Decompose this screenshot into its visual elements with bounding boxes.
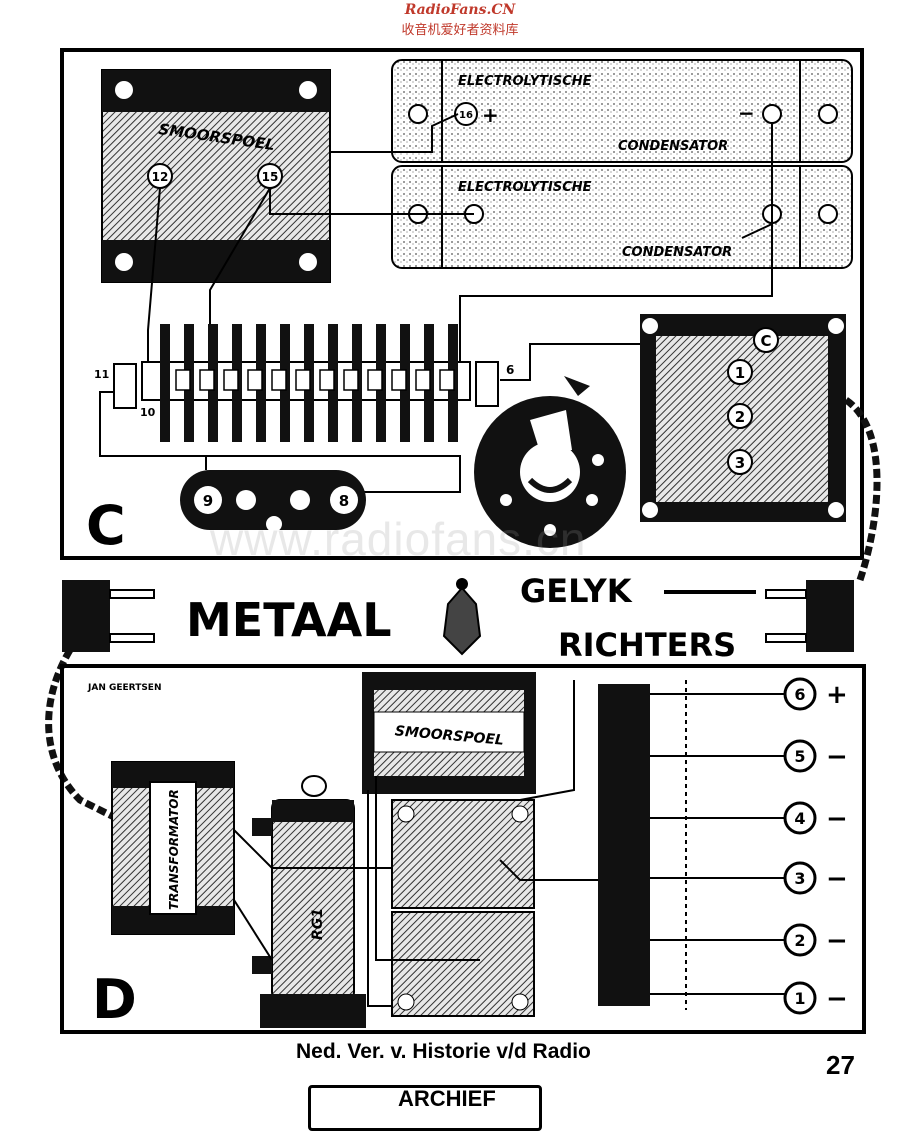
plug-left xyxy=(62,580,155,652)
output-5-number: 5 xyxy=(794,747,805,766)
watermark: www.radiofans.cn xyxy=(210,513,587,565)
unit-upper xyxy=(391,799,535,909)
banner-word-metaal: METAAL xyxy=(186,593,392,647)
coil-terminal-2: 2 xyxy=(735,408,745,426)
terminal-strip: 11 10 6 xyxy=(94,324,514,442)
capacitor-top-plus-terminal: 16 xyxy=(459,110,473,121)
strip-left-b: 10 xyxy=(140,406,156,419)
transformer: TRANSFORMATOR xyxy=(111,761,235,935)
capacitor-top-plus-sign: + xyxy=(482,103,499,127)
site-brand: RadioFans.CN xyxy=(404,2,516,18)
crest-icon xyxy=(442,578,482,656)
output-strip xyxy=(598,680,687,1010)
page-number: 27 xyxy=(826,1050,855,1080)
wires-c xyxy=(99,113,773,493)
coil-terminal-c: C xyxy=(760,332,771,350)
socket-left-label: 9 xyxy=(203,492,213,510)
transformer-label: TRANSFORMATOR xyxy=(167,789,181,910)
rectifier: RG1 xyxy=(252,775,366,1028)
coil-terminal-3: 3 xyxy=(735,454,745,472)
output-terminal-1: 1 − xyxy=(783,981,848,1015)
output-2-number: 2 xyxy=(794,931,805,950)
panel-d-letter: D xyxy=(92,968,137,1031)
strip-right: 6 xyxy=(506,363,514,377)
output-terminal-2: 2 − xyxy=(783,923,848,957)
output-2-sign: − xyxy=(826,926,848,956)
capacitor-top-line2: CONDENSATOR xyxy=(618,139,728,154)
output-3-sign: − xyxy=(826,864,848,894)
capacitor-bottom: ELECTROLYTISCHE CONDENSATOR xyxy=(391,165,853,269)
banner-word-richters: RICHTERS xyxy=(558,626,736,664)
output-terminal-3: 3 − xyxy=(783,861,848,895)
output-terminal-4: 4 − xyxy=(783,801,848,835)
panel-c-letter: C xyxy=(86,494,126,557)
capacitor-top-minus-sign: − xyxy=(738,101,755,125)
coil-c: C 1 2 3 xyxy=(640,314,846,522)
output-6-sign: + xyxy=(826,680,848,710)
coil-terminal-1: 1 xyxy=(735,364,745,382)
choke-c-terminal-b: 15 xyxy=(262,170,279,184)
rectifier-label: RG1 xyxy=(310,908,326,940)
output-1-sign: − xyxy=(826,984,848,1014)
plug-right xyxy=(765,580,854,652)
output-terminal-5: 5 − xyxy=(783,739,848,773)
rotary-switch xyxy=(474,376,626,548)
panel-d-maker: JAN GEERTSEN xyxy=(87,683,162,693)
tube-socket: 9 8 xyxy=(180,470,366,532)
mains-cords xyxy=(45,397,881,824)
output-terminal-6: 6 + xyxy=(783,677,848,711)
output-1-number: 1 xyxy=(794,989,805,1008)
strip-left-a: 11 xyxy=(94,368,109,381)
choke-c-terminal-a: 12 xyxy=(152,170,169,184)
output-5-sign: − xyxy=(826,742,848,772)
output-6-number: 6 xyxy=(794,685,805,704)
capacitor-bottom-line2: CONDENSATOR xyxy=(622,245,732,260)
choke-c: SMOORSPOEL 12 15 xyxy=(101,69,331,283)
output-4-sign: − xyxy=(826,804,848,834)
wires-d xyxy=(233,680,788,1007)
banner: METAAL GELYK RICHTERS xyxy=(186,572,756,664)
unit-lower xyxy=(391,911,535,1017)
capacitor-top: ELECTROLYTISCHE CONDENSATOR 16 + − xyxy=(391,59,853,163)
output-4-number: 4 xyxy=(794,809,805,828)
footer-caption: Ned. Ver. v. Historie v/d Radio xyxy=(296,1040,591,1063)
capacitor-bottom-line1: ELECTROLYTISCHE xyxy=(458,180,592,195)
socket-right-label: 8 xyxy=(339,492,349,510)
archive-stamp-text: ARCHIEF xyxy=(398,1086,496,1111)
site-subtitle: 收音机爱好者资料库 xyxy=(401,23,519,38)
panel-d-frame xyxy=(60,664,866,1034)
banner-word-gelyk: GELYK xyxy=(520,572,633,610)
output-3-number: 3 xyxy=(794,869,805,888)
choke-d: SMOORSPOEL xyxy=(362,672,536,794)
capacitor-top-line1: ELECTROLYTISCHE xyxy=(458,74,592,89)
